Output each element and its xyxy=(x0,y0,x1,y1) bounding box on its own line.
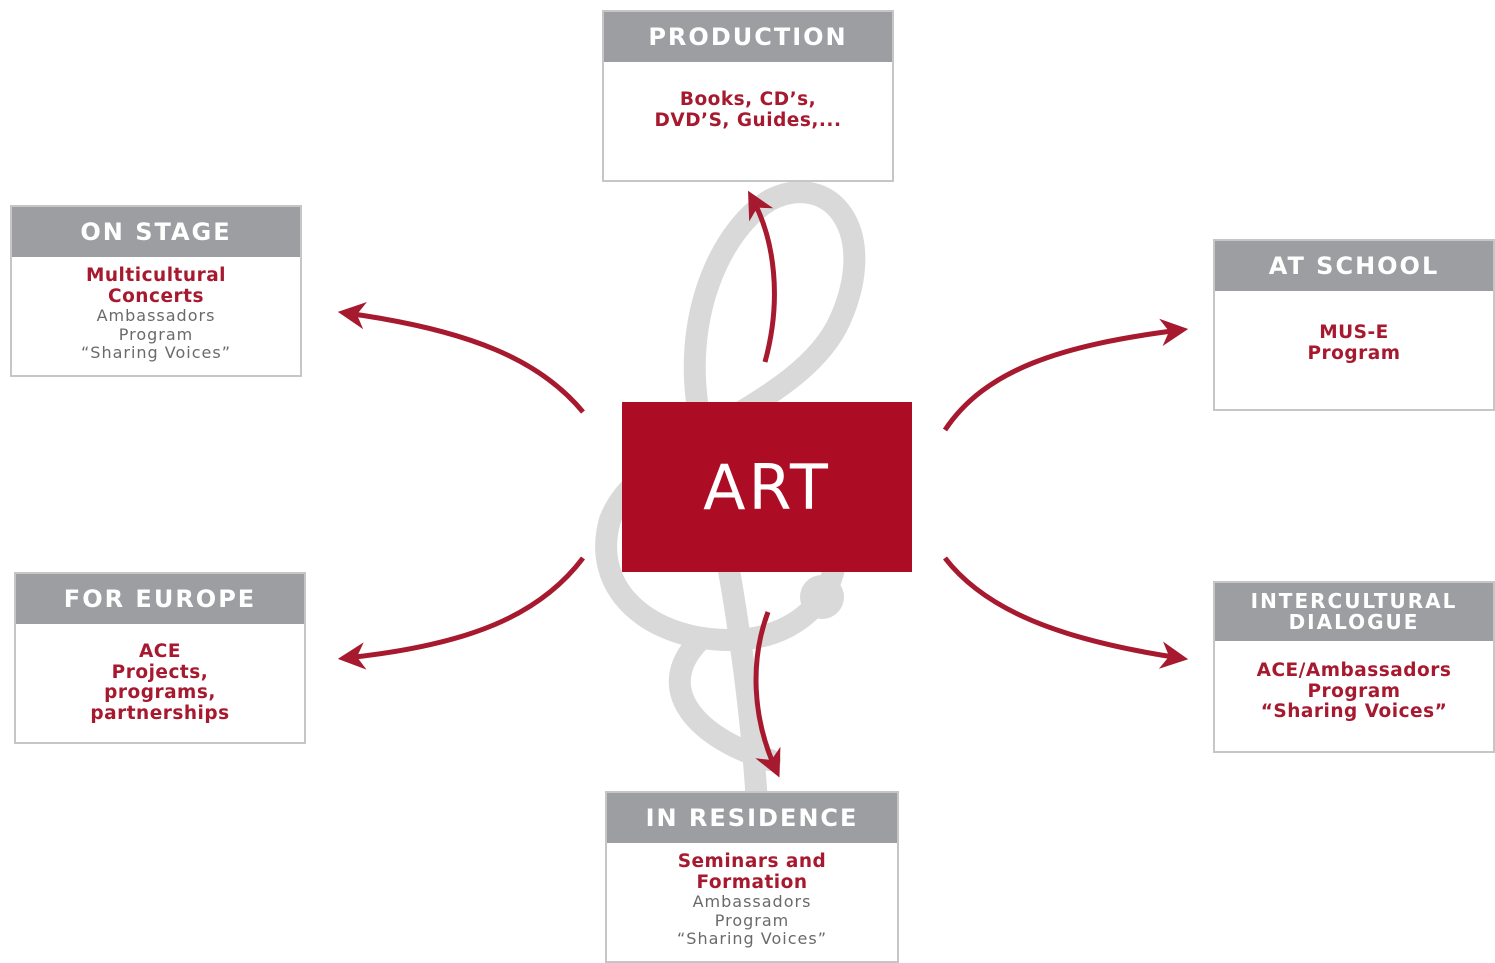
on-stage-box: ON STAGE Multicultural Concerts Ambassad… xyxy=(10,205,302,377)
production-title: PRODUCTION xyxy=(604,12,892,62)
production-box: PRODUCTION Books, CD’s, DVD’S, Guides,..… xyxy=(602,10,894,182)
production-line-2: DVD’S, Guides,... xyxy=(654,109,842,131)
for-europe-line-1: ACE xyxy=(138,641,182,662)
connector-arrows xyxy=(337,190,1189,778)
arrow-to-production xyxy=(748,190,777,363)
in-residence-grey-2: Program xyxy=(714,910,790,930)
at-school-line-2: Program xyxy=(1307,342,1401,364)
in-residence-title: IN RESIDENCE xyxy=(607,793,897,843)
in-residence-line-2: Formation xyxy=(696,871,808,893)
art-label: ART xyxy=(703,450,831,524)
arrow-to-intercultural xyxy=(943,556,1189,669)
for-europe-line-2: Projects, xyxy=(111,661,209,683)
in-residence-grey-1: Ambassadors xyxy=(692,892,812,911)
intercultural-line-1: ACE/Ambassadors xyxy=(1256,660,1452,681)
production-line-1: Books, CD’s, xyxy=(679,89,817,110)
arrow-to-on-stage xyxy=(337,301,585,414)
on-stage-grey-2: Program xyxy=(118,324,194,344)
intercultural-title-line-1: INTERCULTURAL xyxy=(1250,589,1458,613)
for-europe-box: FOR EUROPE ACE Projects, programs, partn… xyxy=(14,572,306,744)
at-school-line-1: MUS-E xyxy=(1319,322,1389,343)
arrow-to-at-school xyxy=(942,318,1189,432)
in-residence-box: IN RESIDENCE Seminars and Formation Amba… xyxy=(605,791,899,963)
arrow-to-in-residence xyxy=(753,611,781,778)
intercultural-line-2: Program xyxy=(1307,680,1401,702)
on-stage-grey-3: “Sharing Voices” xyxy=(81,343,231,362)
intercultural-title: INTERCULTURAL DIALOGUE xyxy=(1215,583,1493,641)
on-stage-grey-1: Ambassadors xyxy=(96,306,216,325)
art-center-box: ART xyxy=(622,402,912,572)
in-residence-line-1: Seminars and xyxy=(677,851,827,872)
at-school-box: AT SCHOOL MUS-E Program xyxy=(1213,239,1495,411)
intercultural-title-line-2: DIALOGUE xyxy=(1288,610,1420,634)
for-europe-line-3: programs, xyxy=(104,682,216,703)
for-europe-title: FOR EUROPE xyxy=(16,574,304,624)
on-stage-line-2: Concerts xyxy=(108,285,204,307)
on-stage-title: ON STAGE xyxy=(12,207,300,257)
for-europe-line-4: partnerships xyxy=(90,702,230,724)
arrow-to-for-europe xyxy=(337,556,585,670)
at-school-title: AT SCHOOL xyxy=(1215,241,1493,291)
intercultural-box: INTERCULTURAL DIALOGUE ACE/Ambassadors P… xyxy=(1213,581,1495,753)
in-residence-grey-3: “Sharing Voices” xyxy=(677,929,827,948)
intercultural-line-3: “Sharing Voices” xyxy=(1260,701,1448,722)
on-stage-line-1: Multicultural xyxy=(85,265,227,286)
